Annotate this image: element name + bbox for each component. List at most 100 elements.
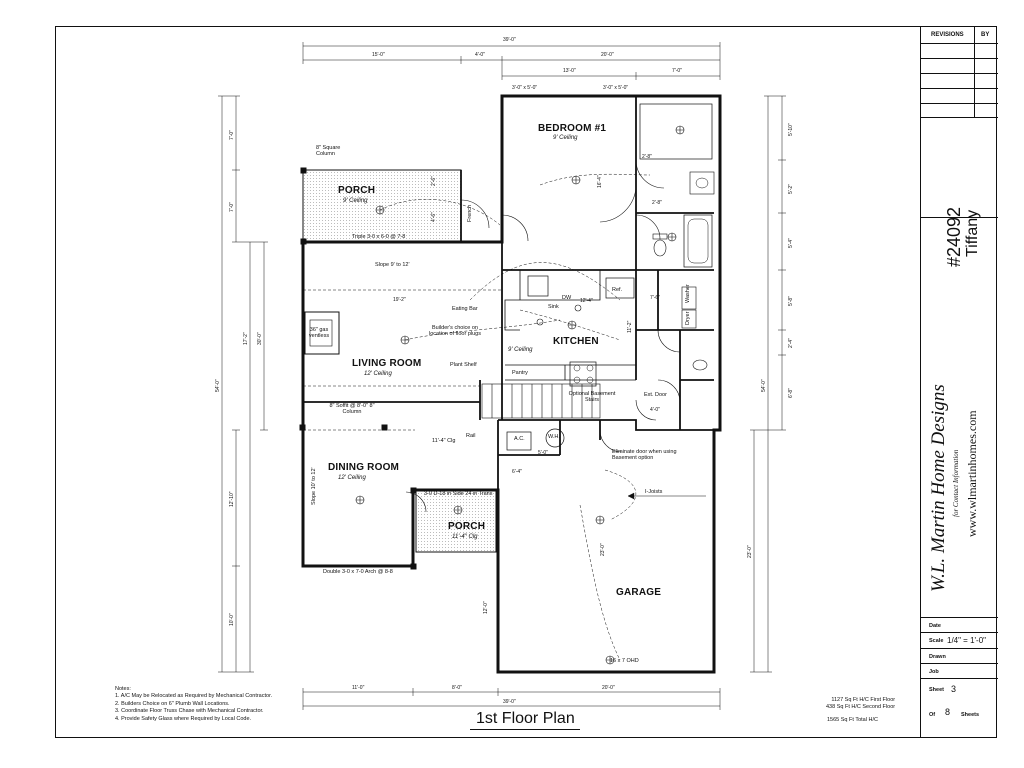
toilet <box>653 239 667 257</box>
room-ceiling-dining: 12' Ceiling <box>338 475 366 481</box>
dim-right-c: 5'-4" <box>788 238 794 248</box>
range <box>569 361 597 387</box>
sheet-number: 3 <box>951 684 957 694</box>
room-label-living: LIVING ROOM <box>352 358 422 369</box>
dryer <box>681 309 697 329</box>
note-garage-door: 16 x 7 OHD <box>610 658 639 664</box>
basement-stairs <box>481 383 601 419</box>
sheet-title: 1st Floor Plan <box>476 710 575 727</box>
bath-closet <box>639 103 713 160</box>
room-label-garage: GARAGE <box>616 587 662 598</box>
dim-bottom-total: 39'-0" <box>503 699 516 705</box>
dim-bottom-a: 11'-0" <box>352 685 365 691</box>
note-item: 3. Coordinate Floor Truss Chase with Mec… <box>115 708 264 715</box>
by-label: BY <box>981 32 990 38</box>
dim-top-total: 39'-0" <box>503 37 516 43</box>
sheet-title-underline <box>470 729 580 730</box>
dim-left-b: 7'-0" <box>229 202 235 212</box>
company-name: W.L. Martin Home Designs <box>928 384 949 592</box>
note-side-lights: 3-0 D-18 in Side 24 in Trans <box>424 491 493 497</box>
dim-right-g: 23'-0" <box>747 545 753 558</box>
dim-left-d: 30'-0" <box>257 332 263 345</box>
dim-top-a: 15'-0" <box>372 52 385 58</box>
room-label-porch-top: PORCH <box>338 185 376 196</box>
company-website: www.wlmartinhomes.com <box>965 410 979 537</box>
label-sink: Sink <box>548 304 559 310</box>
dim-porch-door: 2'-6" <box>431 176 437 186</box>
dim-left-f: 10'-0" <box>229 613 235 626</box>
dim-left-c: 17'-2" <box>243 332 249 345</box>
dim-right-a: 5'-10" <box>788 123 794 136</box>
fireplace <box>304 311 340 355</box>
dim-window-b: 3'-0" x 5'-0" <box>603 85 629 91</box>
area-first: 1127 Sq Ft H/C First Floor <box>831 697 896 703</box>
note-triple-window: Triple 3-0 x 6-0 @ 7-8 <box>352 234 406 240</box>
revisions-label: REVISIONS <box>931 32 964 38</box>
note-clg-11: 11'-4" Clg <box>432 438 456 444</box>
room-ceiling-bedroom: 9' Ceiling <box>553 135 578 141</box>
dim-top-d: 13'-0" <box>563 68 576 74</box>
dim-top-b: 4'-0" <box>475 52 485 58</box>
note-slope-living: Slope 9' to 12' <box>375 262 410 268</box>
room-ceiling-porch-top: 9' Ceiling <box>343 198 368 204</box>
dim-hall: 4'-0" <box>650 407 660 413</box>
scale-label: Scale <box>929 638 944 644</box>
area-summary: 1127 Sq Ft H/C First Floor 438 Sq Ft H/C… <box>826 697 895 712</box>
sink <box>527 275 549 297</box>
label-ac: A.C. <box>514 436 525 442</box>
dim-right-d: 5'-8" <box>788 296 794 306</box>
room-ceiling-kitchen: 9' Ceiling <box>508 347 533 353</box>
dim-bottom-b: 8'-0" <box>452 685 462 691</box>
area-second: 438 Sq Ft H/C Second Floor <box>826 704 896 711</box>
kitchen-counter <box>504 270 636 381</box>
note-pantry: Pantry <box>512 370 528 376</box>
label-dryer: Dryer <box>685 311 691 325</box>
dim-right-f: 6'-8" <box>788 388 794 398</box>
of-label: Of <box>929 712 936 718</box>
porch-top-slab <box>302 169 462 243</box>
dim-right-e: 2'-4" <box>788 338 794 348</box>
room-label-kitchen: KITCHEN <box>553 336 599 347</box>
note-soffit: 8" Soffit @ 8'-0" 8" Column <box>329 403 375 415</box>
interior-wall <box>303 96 714 490</box>
note-plant-shelf: Plant Shelf <box>450 362 477 368</box>
dim-right-b: 5'-2" <box>788 184 794 194</box>
vanity <box>689 171 715 195</box>
room-label-dining: DINING ROOM <box>328 462 400 473</box>
date-label: Date <box>929 623 941 629</box>
label-dishwasher: DW <box>562 295 572 301</box>
contact-info: for Contact Information <box>952 449 960 517</box>
dim-left-e: 12'-10" <box>229 491 235 507</box>
drawn-label: Drawn <box>929 654 946 660</box>
dim-bath-door-2: 2'-8" <box>652 200 662 206</box>
note-slope-dining: Slope 10' to 12' <box>311 467 317 505</box>
refrigerator <box>605 277 635 299</box>
sheets-label: Sheets <box>961 712 980 718</box>
note-double-arch: Double 3-0 x 7-0 Arch @ 8-8 <box>323 569 393 575</box>
dim-kitchen-height: 11'-2" <box>627 320 633 333</box>
dim-top-c: 20'-0" <box>601 52 614 58</box>
room-ceiling-porch-front: 11'-4" Clg <box>452 534 478 540</box>
general-notes: Notes: 1. A/C May be Relocated as Requir… <box>115 686 272 723</box>
dim-left-total: 54'-0" <box>215 379 221 392</box>
label-water-heater: W.H. <box>548 434 560 440</box>
sheet-label: Sheet <box>929 687 944 693</box>
revisions-header: REVISIONS BY <box>921 27 998 43</box>
dim-bath-door: 2'-8" <box>642 154 652 160</box>
drawing-sheet-border <box>55 26 997 738</box>
note-rail: Rail <box>466 433 476 439</box>
dim-bottom-c: 20'-0" <box>602 685 615 691</box>
note-floor-plugs: Builder's choice on location of floor pl… <box>429 325 481 337</box>
note-gas-vent: 36" gas ventless <box>308 327 330 339</box>
label-ext-door: Ext. Door <box>644 392 667 398</box>
notes-heading: Notes: <box>115 686 131 692</box>
dim-window-a: 3'-0" x 5'-0" <box>512 85 538 91</box>
dim-kitchen-width: 12'-4" <box>580 298 593 304</box>
room-label-bedroom: BEDROOM #1 <box>538 123 607 134</box>
dim-bedroom-height: 16'-4" <box>597 175 603 188</box>
note-eliminate-door: Eliminate door when using Basement optio… <box>612 449 677 461</box>
dim-mech: 5'-0" <box>538 450 548 456</box>
label-refrigerator: Ref. <box>612 287 623 293</box>
dim-porch-side: 4'-6" <box>431 212 437 222</box>
dim-living-width: 19'-2" <box>393 297 406 303</box>
